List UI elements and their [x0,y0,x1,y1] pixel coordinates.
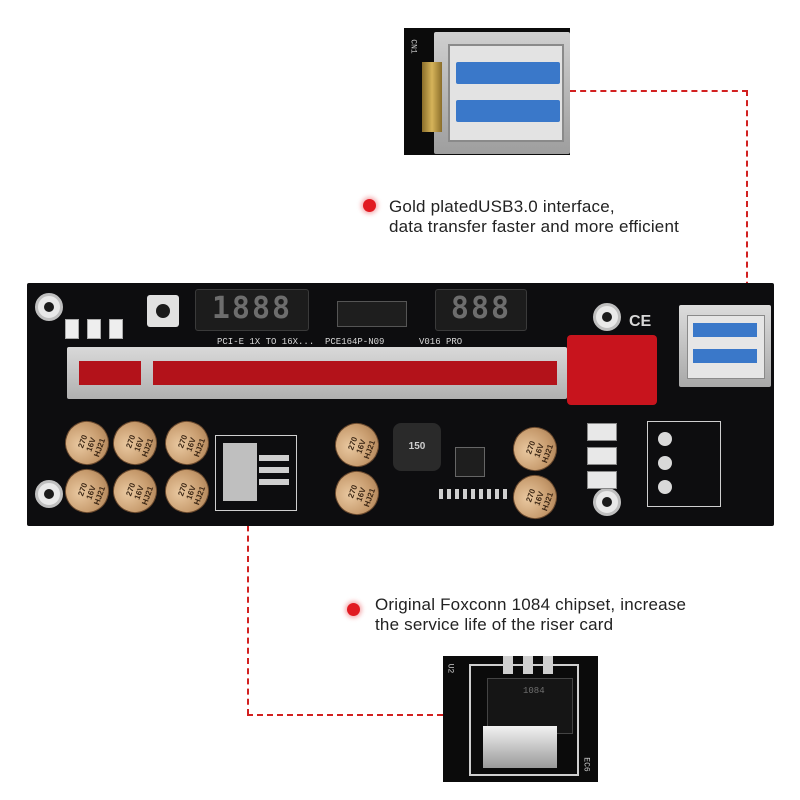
chip-heatsink-tab [483,726,557,768]
chip-marking: 1084 [523,686,545,696]
usb-inset-label: CN1 [408,39,418,54]
usb-gold-shell [422,62,442,132]
usb-leader-horizontal [570,90,748,92]
power-connector [647,421,721,507]
led-2 [87,319,101,339]
chip-inset-label: U2 [445,663,455,674]
diode [587,447,617,465]
mount-hole [35,480,63,508]
chip-pin [503,656,513,674]
display-left: 1888 [195,289,309,331]
slot-latch [567,335,657,405]
usb-tongue-top [456,62,560,84]
chip-leader-vertical [247,505,249,715]
chip-inset-photo: 1084 U2 EC6 [443,656,598,782]
usb-tongue-bottom [456,100,560,122]
mount-hole [35,293,63,321]
usb-callout-dot [363,199,376,212]
riser-board: 1888 888 PCI-E 1X TO 16X... PCE164P-N09 … [27,283,774,526]
led-1 [65,319,79,339]
silk-model: PCE164P-N09 [325,337,385,347]
pcie-slot-long [153,361,557,385]
chip-callout-text: Original Foxconn 1084 chipset, increase … [375,595,686,635]
chipset-outline [215,435,297,511]
usb-callout-line2: data transfer faster and more efficient [389,217,680,236]
chip-pin [523,656,533,674]
chip-callout-line2: the service life of the riser card [375,615,614,634]
usb-callout-text: Gold platedUSB3.0 interface, data transf… [389,197,679,237]
board-usb-port [679,305,771,387]
chipset-pins [259,455,289,489]
reset-button [147,295,179,327]
ic-regulator [455,447,485,477]
fuse [587,423,617,441]
chip-ec-label: EC6 [581,757,591,772]
ce-mark: CE [629,313,652,330]
mount-hole [593,488,621,516]
silk-version: V016 PRO [419,337,463,347]
ic-chip-top [337,301,407,327]
chip-callout-line1: Original Foxconn 1084 chipset, increase [375,595,687,614]
display-right: 888 [435,289,527,331]
usb-inset-photo: CN1 [404,28,570,155]
led-3 [109,319,123,339]
chipset [223,443,257,501]
usb-leader-vertical [746,90,748,308]
diode [587,471,617,489]
inductor: 150 [393,423,441,471]
usb-port-opening [448,44,564,142]
mount-hole [593,303,621,331]
pcie-slot [67,347,567,399]
silk-pcie: PCI-E 1X TO 16X... [217,337,315,347]
chip-leader-horizontal [247,714,443,716]
chip-pin [543,656,553,674]
pin-header [439,489,511,499]
pcie-slot-short [79,361,141,385]
usb-callout-line1: Gold platedUSB3.0 interface, [389,197,615,216]
chip-body [487,678,573,734]
chip-callout-dot [347,603,360,616]
